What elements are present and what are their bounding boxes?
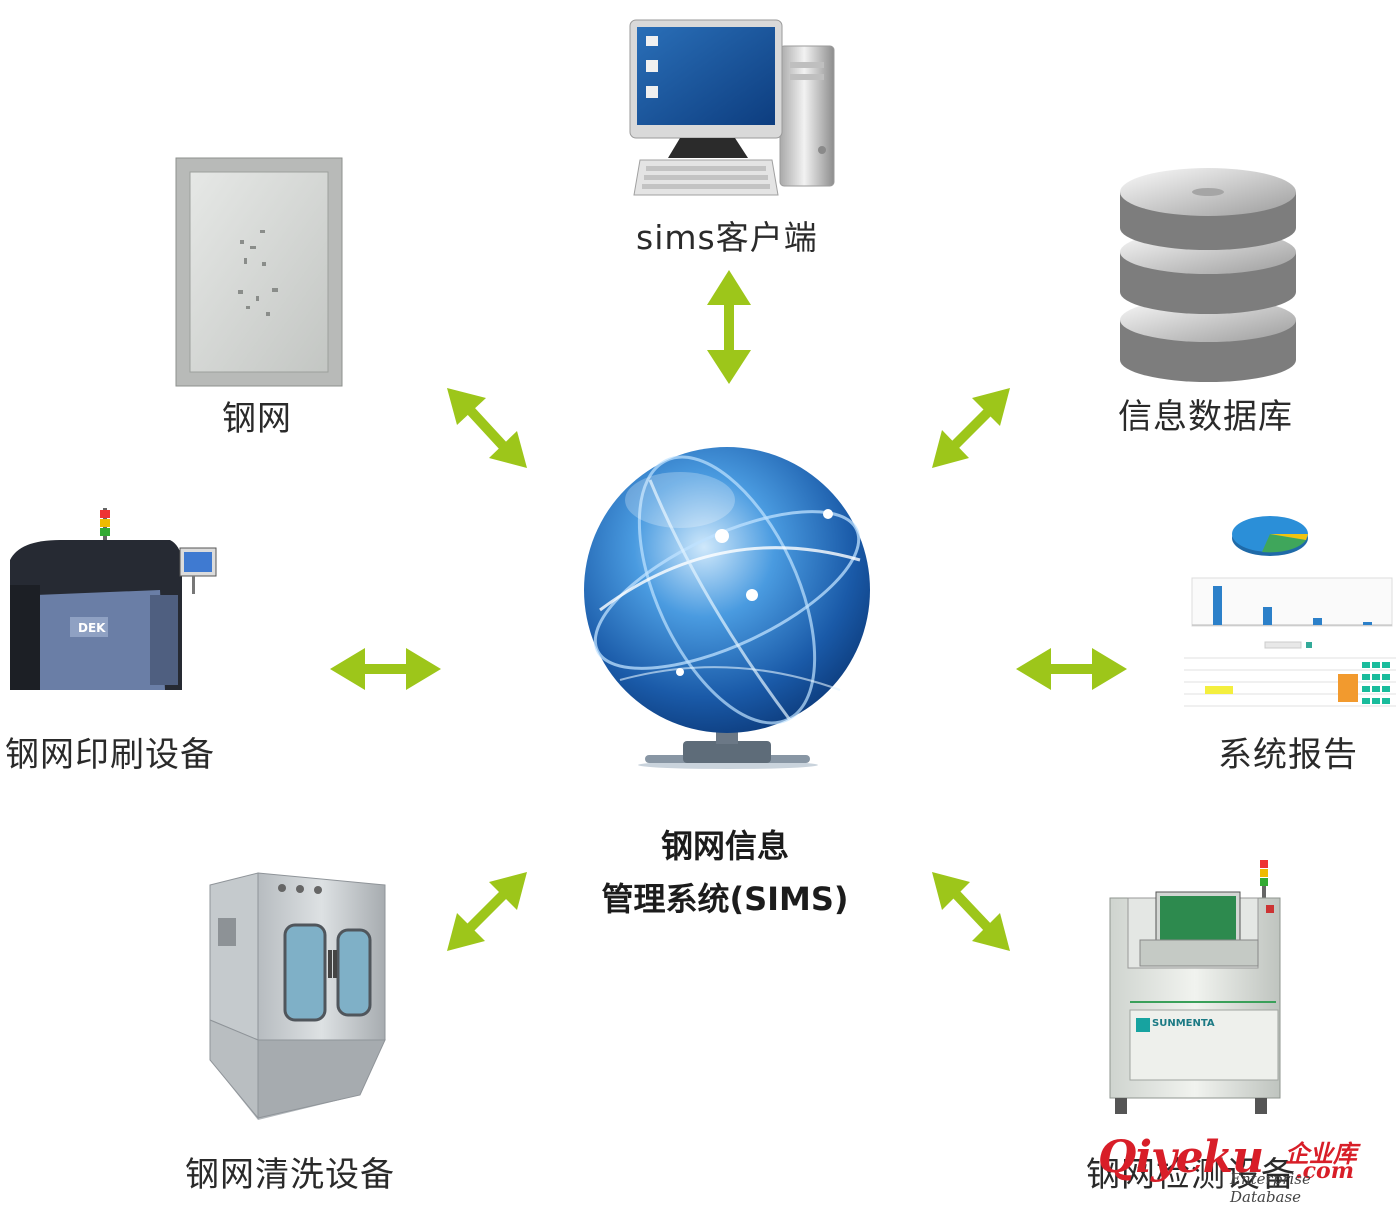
inspector-label: 钢网检测设备	[1086, 1155, 1296, 1195]
computer-icon	[629, 19, 835, 196]
cleaner-icon	[209, 872, 386, 1120]
arrow-cleaner	[447, 872, 527, 951]
client-label: sims客户端	[636, 218, 818, 257]
arrow-client	[707, 270, 751, 384]
arrow-report	[1016, 648, 1127, 690]
arrow-database	[932, 388, 1010, 468]
watermark-cn: 企业库	[1285, 1140, 1357, 1168]
watermark-logo: Qiyeku 企业库 .com Enterprise Database	[1080, 1130, 1380, 1206]
watermark-com: .com	[1295, 1158, 1355, 1184]
inspector-icon	[1109, 860, 1281, 1114]
database-icon	[1120, 168, 1296, 382]
arrow-printer	[330, 648, 441, 690]
watermark-main: Qiyeku	[1098, 1132, 1264, 1183]
arrow-inspector	[932, 872, 1010, 951]
center-title-line1: 钢网信息	[660, 827, 789, 865]
stencil-icon	[175, 157, 343, 387]
report-label: 系统报告	[1218, 735, 1358, 775]
cleaner-label: 钢网清洗设备	[185, 1155, 395, 1195]
globe-icon	[584, 447, 870, 769]
stencil-label: 钢网	[222, 399, 292, 439]
inspector-brand: SUNMENTA	[1152, 1018, 1215, 1029]
printer-label: 钢网印刷设备	[5, 735, 215, 775]
arrow-stencil	[447, 388, 527, 468]
printer-brand: DEK	[78, 621, 106, 635]
center-title-line2: 管理系统(SIMS)	[601, 880, 849, 918]
watermark-en: Enterprise Database	[1230, 1170, 1311, 1206]
database-label: 信息数据库	[1118, 397, 1293, 437]
printer-icon	[10, 508, 217, 690]
report-icon	[1184, 516, 1396, 707]
